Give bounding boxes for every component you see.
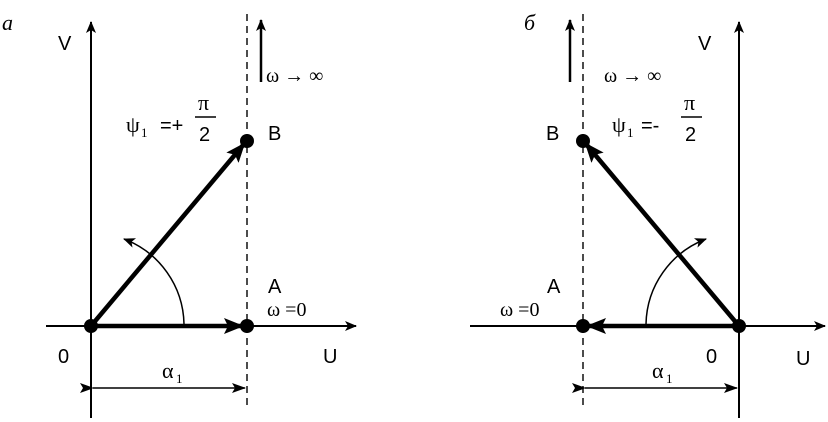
panel-b-psi-label: ψ 1 =- π 2 xyxy=(612,90,702,146)
panel-a-point-a-label: A xyxy=(268,276,282,298)
svg-text:ψ: ψ xyxy=(126,112,140,137)
panel-a: а V U 0 ω → ∞ ψ 1 =+ π 2 B A ω =0 xyxy=(2,10,357,418)
panel-b-tag: б xyxy=(524,10,536,35)
svg-text:α: α xyxy=(162,358,174,383)
svg-text:1: 1 xyxy=(141,125,148,140)
panel-b-rotation-arc xyxy=(645,238,707,325)
panel-a-v-label: V xyxy=(58,33,72,55)
panel-b-u-label: U xyxy=(796,348,810,370)
panel-a-omega-zero-label: ω =0 xyxy=(267,299,306,321)
panel-b-diagonal-vector xyxy=(584,142,741,328)
svg-text:1: 1 xyxy=(627,125,634,140)
panel-a-diagonal-vector xyxy=(89,142,246,328)
svg-text:1: 1 xyxy=(176,371,183,386)
svg-text:=-: =- xyxy=(641,115,659,137)
panel-b-origin-label: 0 xyxy=(706,346,717,368)
panel-b-omega-inf-label: ω → ∞ xyxy=(604,65,661,87)
panel-a-rotation-arc xyxy=(123,238,185,325)
panel-b-point-a xyxy=(576,319,590,333)
panel-a-psi-label: ψ 1 =+ π 2 xyxy=(126,90,216,146)
panel-a-tag: а xyxy=(2,10,13,35)
svg-text:α: α xyxy=(652,358,664,383)
panel-a-point-a xyxy=(240,319,254,333)
svg-text:=+: =+ xyxy=(160,115,183,137)
panel-a-origin-label: 0 xyxy=(58,346,69,368)
svg-text:2: 2 xyxy=(685,124,696,146)
panel-a-omega-inf-label: ω → ∞ xyxy=(266,65,323,87)
panel-a-u-label: U xyxy=(323,346,337,368)
panel-b-point-a-label: A xyxy=(547,276,561,298)
svg-text:1: 1 xyxy=(666,371,673,386)
panel-b: б V U 0 ω → ∞ ψ 1 =- π 2 B A ω =0 xyxy=(470,10,826,418)
panel-a-point-b-label: B xyxy=(268,123,281,145)
panel-b-omega-zero-label: ω =0 xyxy=(500,299,539,321)
svg-text:2: 2 xyxy=(199,124,210,146)
svg-text:ψ: ψ xyxy=(612,112,626,137)
panel-b-v-label: V xyxy=(698,33,712,55)
svg-text:π: π xyxy=(198,90,209,115)
panel-b-point-b-label: B xyxy=(546,123,559,145)
panel-a-alpha-label: α 1 xyxy=(162,358,183,386)
panel-b-alpha-label: α 1 xyxy=(652,358,673,386)
svg-text:π: π xyxy=(684,90,695,115)
